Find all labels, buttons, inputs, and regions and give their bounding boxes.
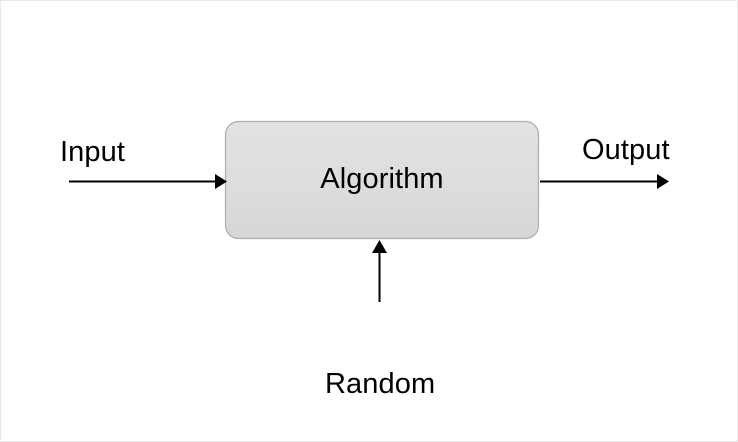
random-bits-label-line-1: Random <box>325 367 436 400</box>
output-label: Output <box>582 134 670 166</box>
random-bits-label: Random Bits <box>325 296 436 441</box>
random-bits-arrow <box>372 240 387 302</box>
output-arrow <box>540 174 669 189</box>
algorithm-box[interactable] <box>224 120 540 240</box>
algorithm-box-label: Algorithm <box>320 163 444 196</box>
input-label: Input <box>60 136 125 168</box>
input-arrow <box>69 174 227 189</box>
